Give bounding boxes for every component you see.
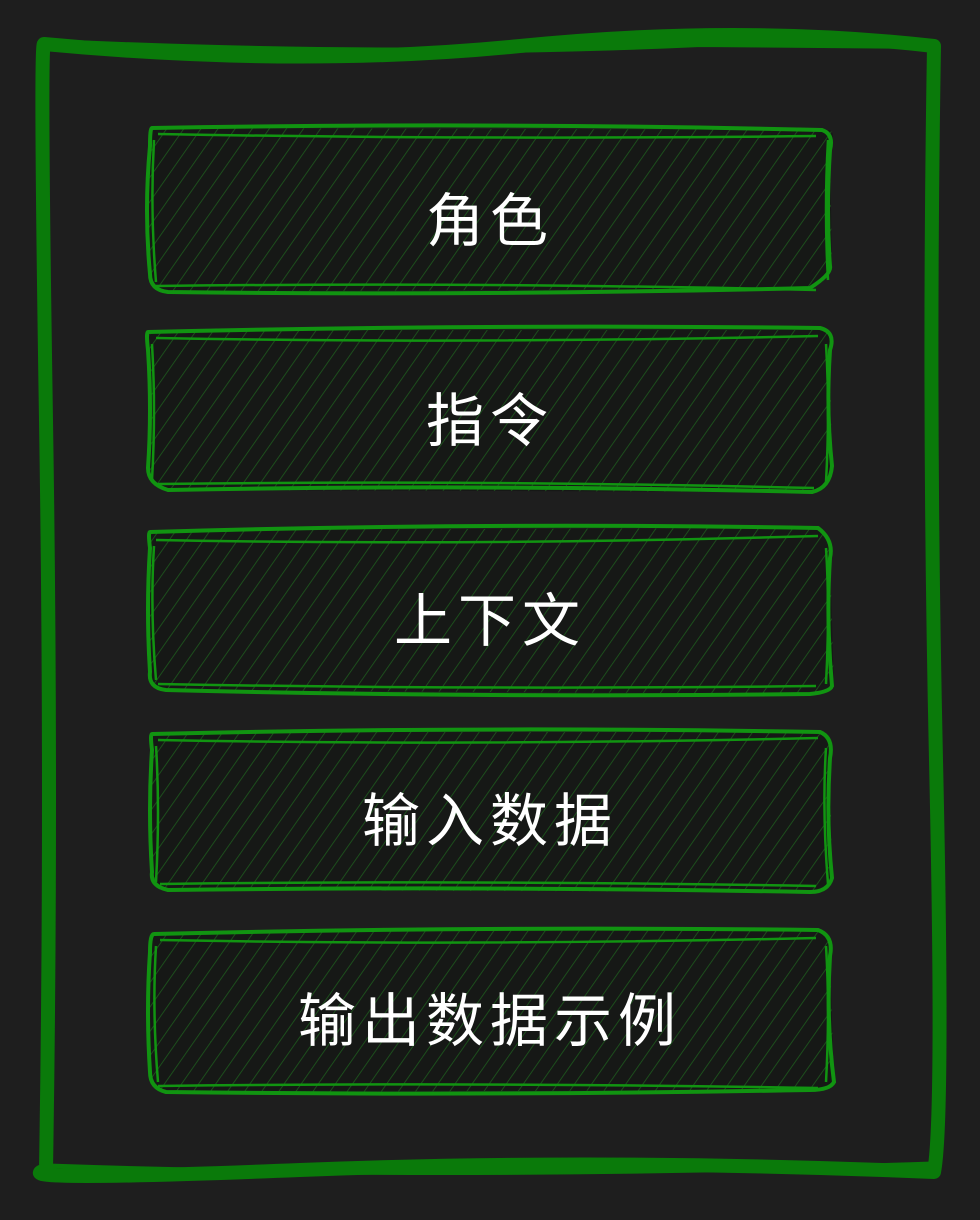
block-input-data: 输入数据 [148,727,835,895]
block-instruction-label: 指令 [426,387,554,455]
block-output-example: 输出数据示例 [146,926,837,1096]
block-context: 上下文 [146,523,835,698]
block-output-example-label: 输出数据示例 [298,987,682,1055]
block-instruction: 指令 [145,324,835,495]
block-input-data-label: 输入数据 [362,787,618,855]
block-role-label: 角色 [426,187,554,255]
outer-frame [33,28,947,1183]
block-context-label: 上下文 [394,587,586,655]
block-role: 角色 [145,123,833,296]
